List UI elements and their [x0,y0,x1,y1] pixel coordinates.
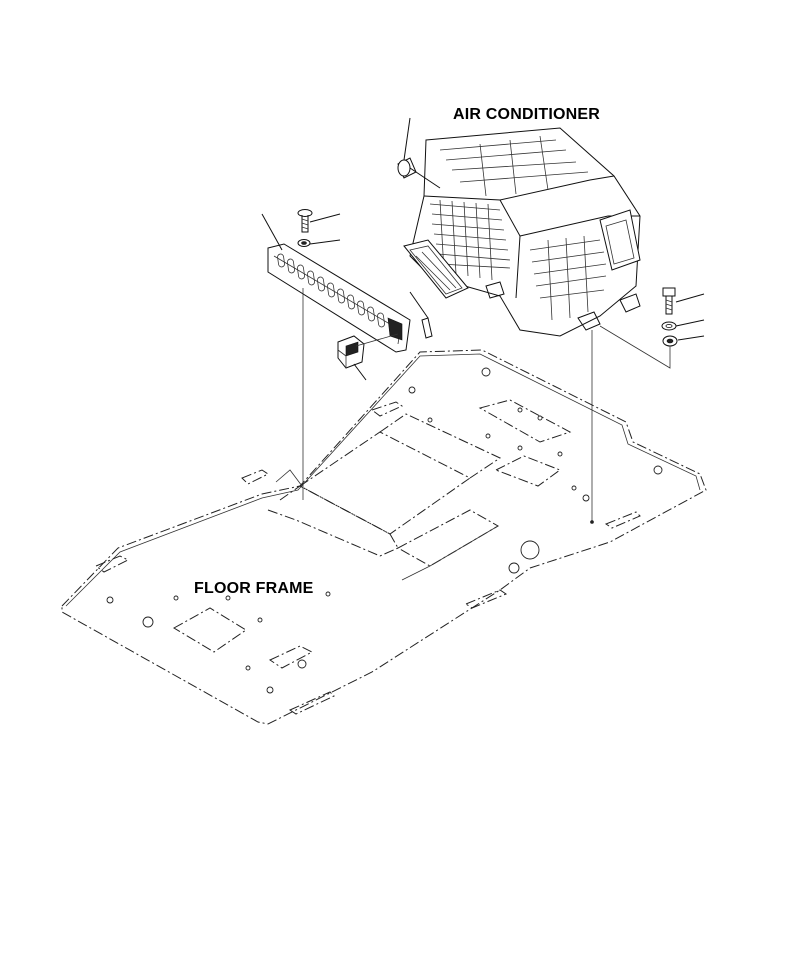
washer-top [297,239,311,247]
leader-nut-to-ac [599,325,671,369]
screw-top [297,209,313,233]
leader-washer-top [309,239,341,245]
duct-panel [267,243,411,353]
leader-pin [409,291,429,319]
washer-right [661,321,677,331]
bolt-right [662,287,676,315]
air-conditioner-label: AIR CONDITIONER [453,106,600,123]
floor-frame [61,349,707,725]
leader-duct-panel [261,213,283,251]
floor-frame-label: FLOOR FRAME [194,580,314,597]
leader-hose-plug [403,117,411,161]
leader-connector [353,363,367,381]
ac-mount-point [590,520,594,524]
leader-washer-right [675,319,705,327]
connector [337,333,399,369]
pin [421,317,433,339]
leader-bolt-right [675,293,705,303]
air-conditioner-unit [403,127,641,337]
nut-right [662,335,678,347]
leader-screw-top [309,213,341,223]
hose-plug [397,157,441,189]
leader-nut-right [677,335,705,341]
